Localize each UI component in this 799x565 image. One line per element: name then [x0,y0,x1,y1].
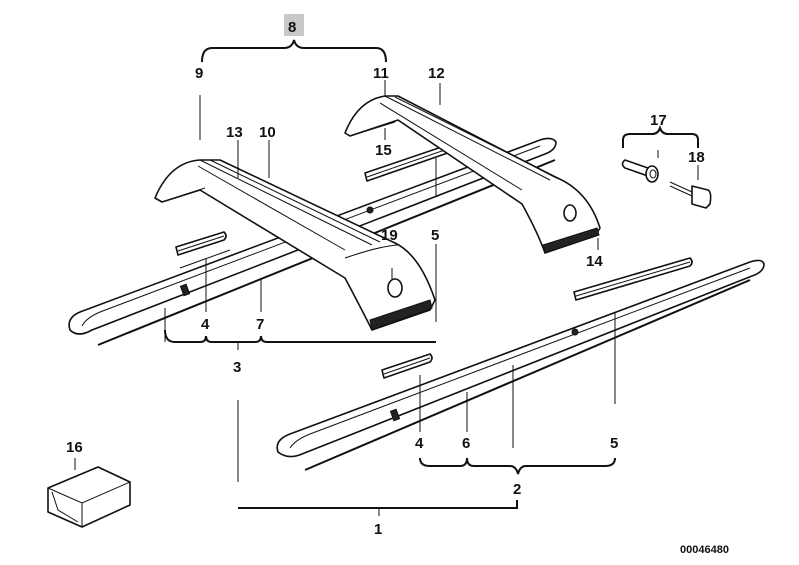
callout-14[interactable]: 14 [586,253,603,270]
highlight-box-8 [284,14,304,36]
callout-5-lower[interactable]: 5 [610,435,618,452]
callout-2[interactable]: 2 [513,481,521,498]
callout-5-upper[interactable]: 5 [431,227,439,244]
drawing-number: 00046480 [680,544,729,556]
leader-lines [74,80,699,482]
callout-7[interactable]: 7 [256,316,264,333]
key[interactable] [669,181,712,209]
callout-4-right[interactable]: 4 [415,435,424,452]
rail-cover-clip-right[interactable] [381,353,433,379]
callout-17[interactable]: 17 [650,112,667,129]
callout-6[interactable]: 6 [462,435,470,452]
callout-13[interactable]: 13 [226,124,243,141]
callout-3[interactable]: 3 [233,359,241,376]
callout-10[interactable]: 10 [259,124,276,141]
brackets [164,39,699,516]
rail-cover-clip-left[interactable] [175,231,227,256]
callout-11[interactable]: 11 [373,65,389,82]
callout-15[interactable]: 15 [375,142,392,159]
callout-12[interactable]: 12 [428,65,445,82]
callout-1[interactable]: 1 [374,521,382,538]
roof-rail-right[interactable] [276,259,765,471]
callout-19[interactable]: 19 [381,227,398,244]
callout-9[interactable]: 9 [195,65,203,82]
rail-cover-strip-lower[interactable] [573,257,693,301]
callout-18[interactable]: 18 [688,149,705,166]
callout-labels: 8 9 11 12 13 10 15 17 18 5 19 14 4 7 3 1… [66,19,729,556]
front-crossbar[interactable] [344,95,601,254]
callout-4-left[interactable]: 4 [201,316,210,333]
storage-bag[interactable] [47,466,131,528]
callout-8[interactable]: 8 [288,19,296,36]
lock-cylinder[interactable] [621,159,659,183]
callout-16[interactable]: 16 [66,439,83,456]
